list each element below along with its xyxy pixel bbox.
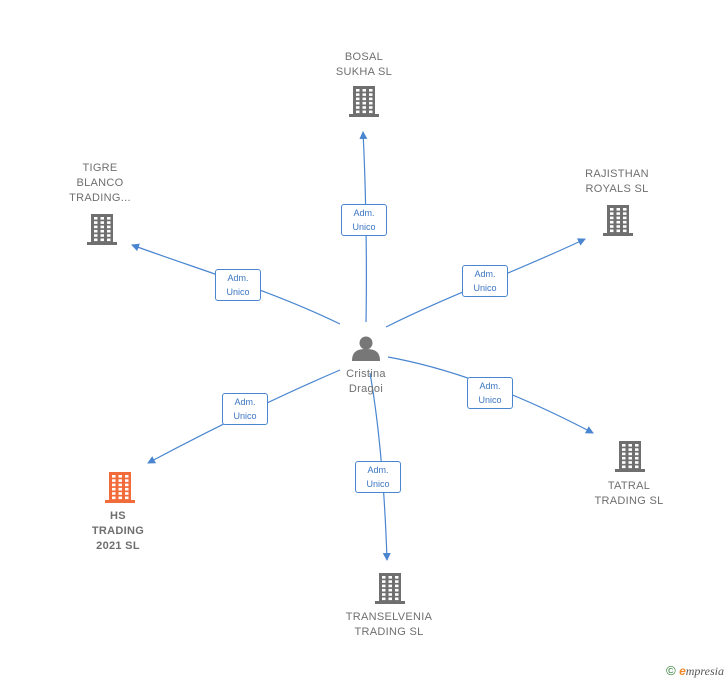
company-label-rajisthan[interactable]: RAJISTHAN ROYALS SL	[585, 168, 649, 195]
center-person-label[interactable]: Cristina Dragoi	[346, 368, 386, 395]
edge-label-tatral[interactable]: Adm. Unico	[467, 377, 513, 409]
edge-label-transelvenia[interactable]: Adm. Unico	[355, 461, 401, 493]
building-icon-bosal[interactable]	[349, 86, 379, 117]
company-label-bosal[interactable]: BOSAL SUKHA SL	[335, 51, 393, 78]
copyright-symbol: ©	[666, 663, 676, 678]
company-label-tigre[interactable]: TIGRE BLANCO TRADING...	[69, 162, 131, 204]
edge-label-hs[interactable]: Adm. Unico	[222, 393, 268, 425]
brand-e-glyph: e	[679, 664, 686, 678]
building-icon-tatral[interactable]	[615, 441, 645, 472]
edge-label-rajisthan[interactable]: Adm. Unico	[462, 265, 508, 297]
building-icon-transelvenia[interactable]	[375, 573, 405, 604]
person-icon[interactable]	[352, 336, 380, 362]
brand-name: mpresia	[685, 664, 724, 678]
company-label-transelvenia[interactable]: TRANSELVENIA TRADING SL	[345, 611, 433, 638]
edge-label-bosal[interactable]: Adm. Unico	[341, 204, 387, 236]
building-icon-tigre[interactable]	[87, 214, 117, 245]
edge-label-tigre[interactable]: Adm. Unico	[215, 269, 261, 301]
copyright-notice: © empresia	[666, 663, 724, 679]
company-label-hs[interactable]: HS TRADING 2021 SL	[91, 510, 145, 552]
building-icon-hs[interactable]	[105, 472, 135, 503]
company-label-tatral[interactable]: TATRAL TRADING SL	[594, 480, 664, 507]
building-icon-rajisthan[interactable]	[603, 205, 633, 236]
